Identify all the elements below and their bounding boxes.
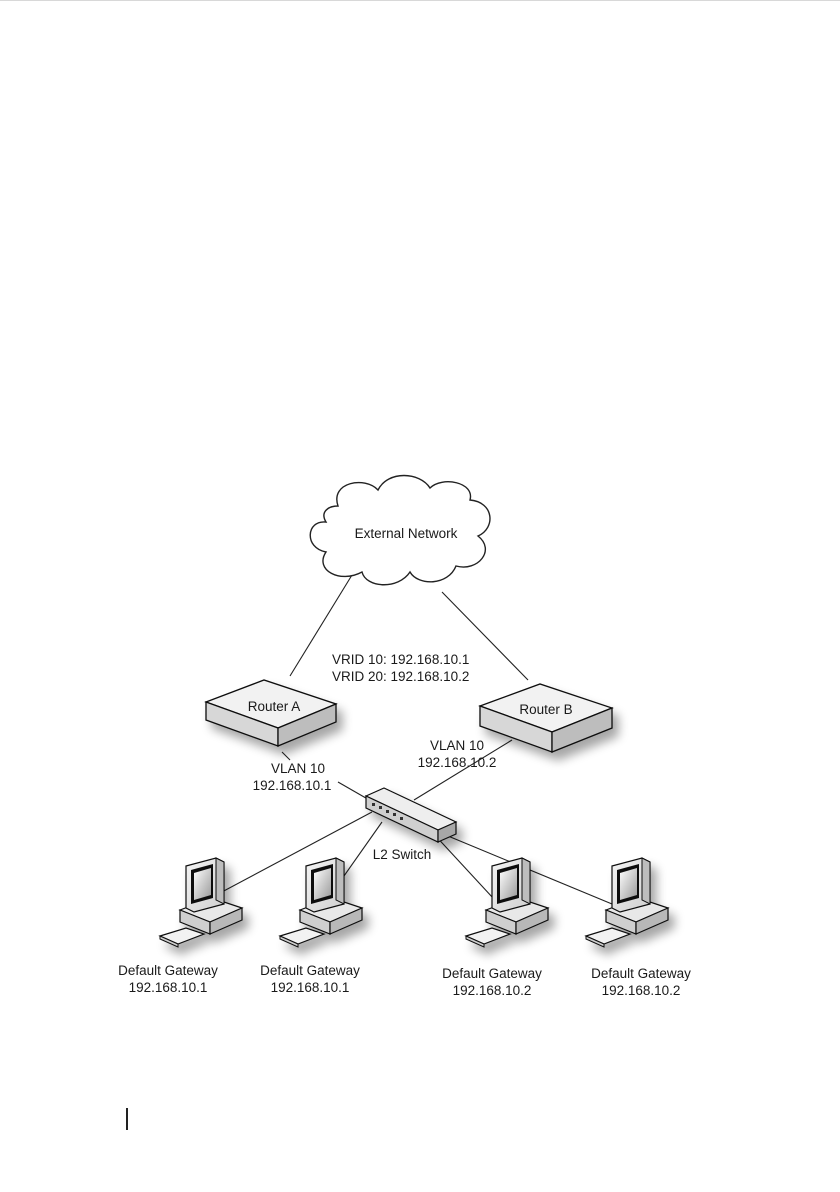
footer-margin-bar (126, 1108, 128, 1130)
router-a-vlan: VLAN 10 (271, 761, 325, 776)
host-2-ip: 192.168.10.1 (271, 980, 350, 995)
computer-2-icon (280, 858, 362, 947)
host-4-ip: 192.168.10.2 (602, 983, 681, 998)
host-1-ip: 192.168.10.1 (129, 980, 208, 995)
router-a-label: Router A (248, 699, 301, 714)
router-b-ip: 192.168.10.2 (418, 755, 497, 770)
host-1-label: Default Gateway (118, 963, 218, 978)
router-b (480, 684, 612, 752)
external-network-cloud: External Network (310, 476, 490, 585)
host-3-label: Default Gateway (442, 966, 542, 981)
computer-1-icon (160, 858, 242, 947)
host-2-label: Default Gateway (260, 963, 360, 978)
router-a-ip: 192.168.10.1 (253, 778, 332, 793)
host-3-ip: 192.168.10.2 (453, 983, 532, 998)
vrid-line-2: VRID 20: 192.168.10.2 (332, 669, 469, 684)
router-b-label: Router B (519, 702, 572, 717)
vrid-line-1: VRID 10: 192.168.10.1 (332, 652, 469, 667)
router-b-vlan: VLAN 10 (430, 738, 484, 753)
switch-label: L2 Switch (373, 847, 432, 862)
computer-4-icon (586, 858, 668, 947)
cloud-label: External Network (355, 526, 458, 541)
host-4-label: Default Gateway (591, 966, 691, 981)
computer-3-icon (466, 858, 548, 947)
l2-switch (366, 788, 456, 842)
